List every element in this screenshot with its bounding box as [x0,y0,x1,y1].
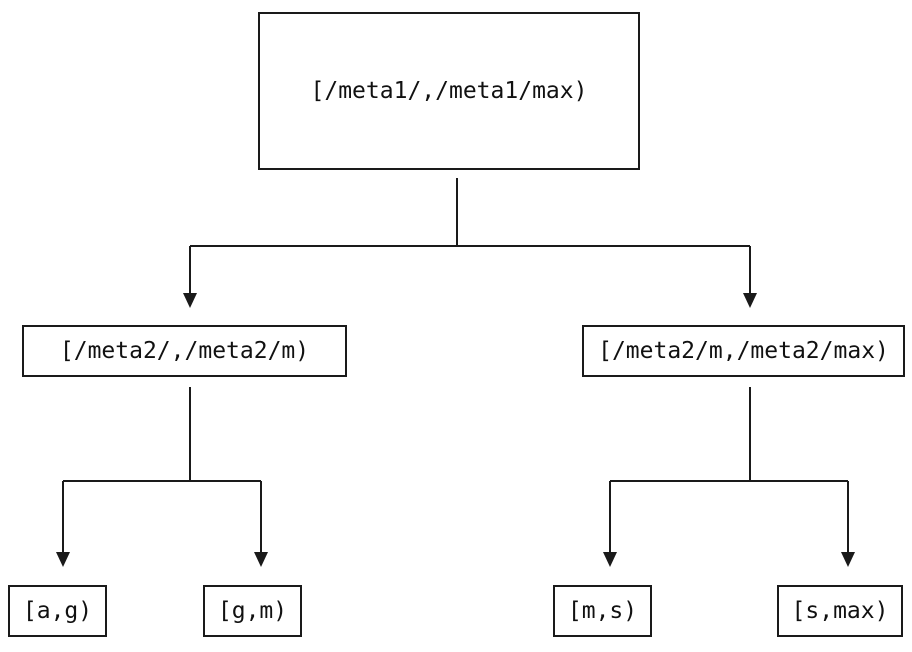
node-leaf-smax-label: [s,max) [791,598,889,624]
edge-right-to-leaves [603,387,855,567]
node-right-range: [/meta2/m,/meta2/max) [582,325,905,377]
node-leaf-gm-label: [g,m) [217,598,288,624]
edge-left-to-leaves [56,387,268,567]
arrowhead-to-leaf-ag [56,552,70,567]
arrowhead-to-right [743,293,757,308]
node-root-label: [/meta1/,/meta1/max) [310,78,588,104]
node-leaf-gm: [g,m) [203,585,302,637]
node-leaf-ms: [m,s) [553,585,652,637]
arrowhead-to-left [183,293,197,308]
node-left-range: [/meta2/,/meta2/m) [22,325,347,377]
edge-root-to-children [183,178,757,308]
arrowhead-to-leaf-smax [841,552,855,567]
arrowhead-to-leaf-ms [603,552,617,567]
node-root: [/meta1/,/meta1/max) [258,12,640,170]
node-leaf-ag: [a,g) [8,585,107,637]
node-leaf-smax: [s,max) [777,585,903,637]
node-leaf-ag-label: [a,g) [22,598,93,624]
node-right-label: [/meta2/m,/meta2/max) [598,338,889,364]
node-left-label: [/meta2/,/meta2/m) [59,338,310,364]
arrowhead-to-leaf-gm [254,552,268,567]
node-leaf-ms-label: [m,s) [567,598,638,624]
